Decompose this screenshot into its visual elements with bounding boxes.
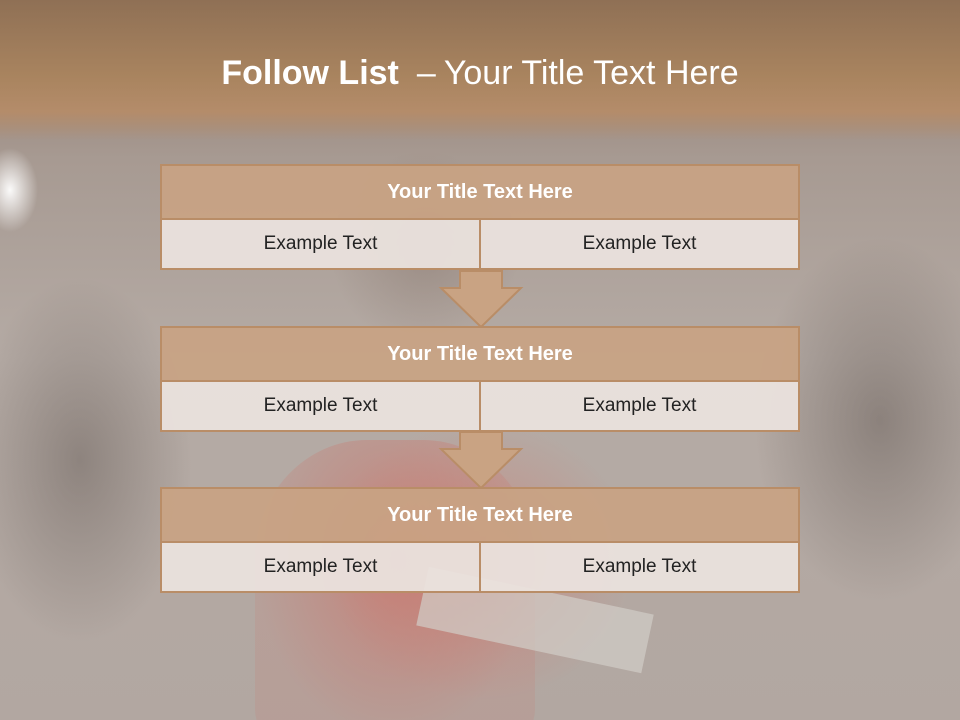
block-cell-right: Example Text	[480, 382, 800, 432]
block-row: Example Text Example Text	[160, 543, 800, 593]
slide-title-dash: –	[416, 54, 436, 92]
block-title: Your Title Text Here	[160, 326, 800, 382]
block-row: Example Text Example Text	[160, 220, 800, 270]
block-cell-right: Example Text	[480, 543, 800, 593]
list-block-1: Your Title Text Here Example Text Exampl…	[160, 164, 800, 270]
list-block-3: Your Title Text Here Example Text Exampl…	[160, 487, 800, 593]
block-cell-left: Example Text	[160, 543, 480, 593]
down-arrow-icon	[438, 431, 524, 490]
list-block-2: Your Title Text Here Example Text Exampl…	[160, 326, 800, 432]
block-cell-left: Example Text	[160, 382, 480, 432]
block-row: Example Text Example Text	[160, 382, 800, 432]
title-band	[0, 0, 960, 140]
slide-title-rest: Your Title Text Here	[443, 54, 739, 92]
block-cell-right: Example Text	[480, 220, 800, 270]
down-arrow-icon	[438, 270, 524, 329]
block-title: Your Title Text Here	[160, 487, 800, 543]
slide-title: Follow List–Your Title Text Here	[0, 54, 960, 93]
slide-title-bold: Follow List	[221, 54, 399, 92]
block-title: Your Title Text Here	[160, 164, 800, 220]
block-cell-left: Example Text	[160, 220, 480, 270]
